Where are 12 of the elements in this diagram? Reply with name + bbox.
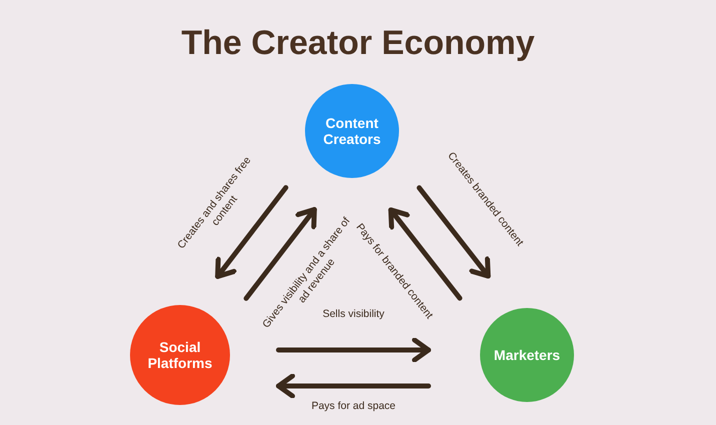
arrow	[416, 185, 491, 279]
node-label: Social Platforms	[146, 338, 214, 372]
arrow	[215, 185, 288, 279]
diagram-title: The Creator Economy	[180, 24, 536, 63]
arrow	[244, 207, 317, 301]
arrow	[276, 374, 431, 398]
arrow	[388, 207, 462, 301]
edge-label: Sells visibility	[322, 308, 386, 322]
arrow	[276, 338, 431, 362]
node-label: Content Creators	[322, 114, 382, 148]
edge-label: Pays for ad space	[310, 400, 397, 414]
node-label: Marketers	[492, 346, 562, 364]
